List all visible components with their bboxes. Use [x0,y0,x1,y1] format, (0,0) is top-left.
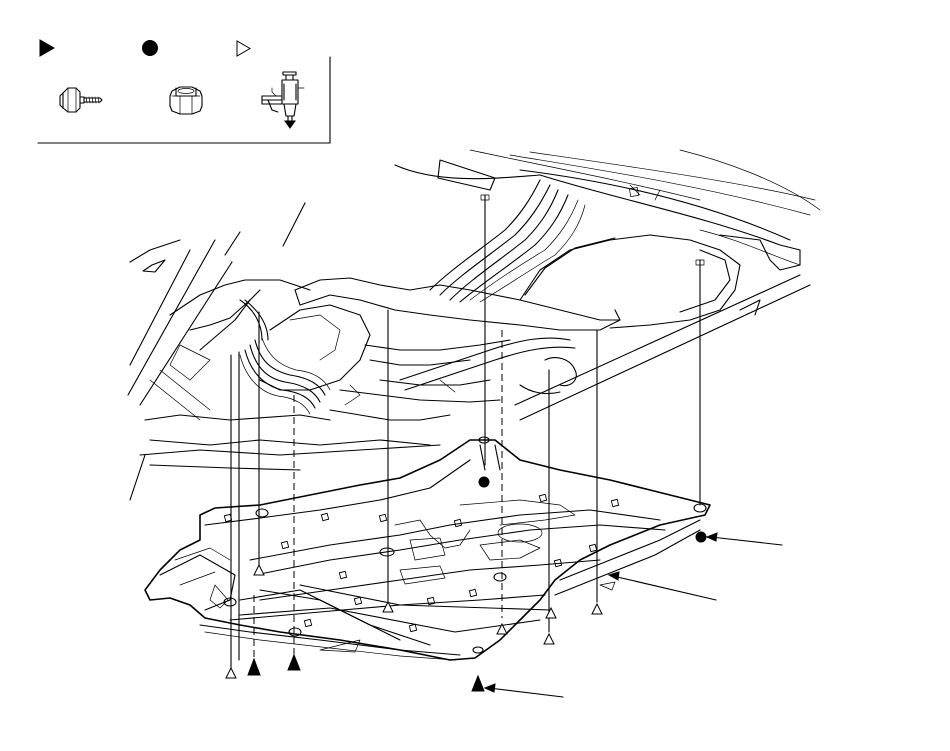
fastener-leader-lines [230,194,783,698]
push-clip-marker [382,600,394,613]
panel-holes [223,493,620,633]
fastener-markers [225,476,718,693]
push-clip-icon [261,71,305,129]
flange-bolt-marker [471,674,485,692]
push-clip-marker [225,666,237,679]
legend-open-triangle-icon [236,40,252,57]
push-clip-marker [253,563,265,576]
vehicle-body [127,149,821,501]
flange-bolt-icon [59,87,103,113]
clip-nut-icon [169,86,203,115]
legend-filled-circle-icon [142,40,158,56]
legend-filled-triangle-icon [39,39,56,57]
legend-box [37,39,331,144]
flange-bolt-marker [247,657,261,676]
clip-nut-marker [478,476,490,488]
push-clip-marker [543,632,555,645]
push-clip-marker [496,622,508,635]
push-clip-marker [545,606,557,619]
flange-bolt-marker [287,653,301,671]
push-clip-marker [591,602,603,615]
clip-nut-marker [695,531,707,543]
undercover-panel [144,436,711,661]
